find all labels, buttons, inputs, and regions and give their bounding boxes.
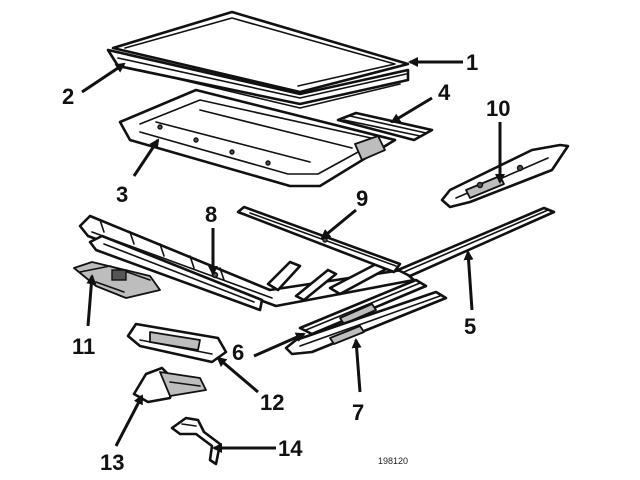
callout-13: 13 — [100, 450, 124, 475]
callout-1: 1 — [466, 50, 478, 75]
leader-5 — [463, 250, 474, 311]
callout-5: 5 — [464, 314, 476, 339]
leader-12 — [216, 356, 259, 394]
sunroof-frame — [118, 88, 397, 188]
callout-6: 6 — [232, 340, 244, 365]
leader-4 — [390, 96, 433, 124]
callout-14: 14 — [278, 436, 303, 461]
deflector-strip — [336, 111, 434, 142]
leader-7 — [351, 338, 362, 393]
clip — [170, 416, 222, 466]
leader-3 — [132, 138, 160, 177]
callout-9: 9 — [356, 186, 368, 211]
callout-7: 7 — [352, 400, 364, 425]
callout-3: 3 — [116, 182, 128, 207]
callout-2: 2 — [62, 84, 74, 109]
leader-9 — [320, 208, 357, 240]
leader-11 — [86, 274, 97, 327]
leader-13 — [114, 394, 144, 447]
leader-6 — [253, 332, 306, 358]
upper-rail — [236, 205, 402, 274]
callout-8: 8 — [205, 202, 217, 227]
cable-assembly — [73, 261, 161, 299]
leader-2 — [81, 62, 126, 94]
callout-11: 11 — [72, 334, 95, 359]
callout-4: 4 — [438, 80, 451, 105]
motor-housing — [126, 322, 228, 364]
reference-number: 198120 — [378, 456, 408, 466]
callout-12: 12 — [260, 390, 284, 415]
front-rail — [298, 278, 428, 336]
drain-rail — [396, 206, 556, 278]
guide-rail — [440, 143, 570, 209]
crank-handle — [132, 366, 207, 404]
callout-10: 10 — [486, 96, 510, 121]
